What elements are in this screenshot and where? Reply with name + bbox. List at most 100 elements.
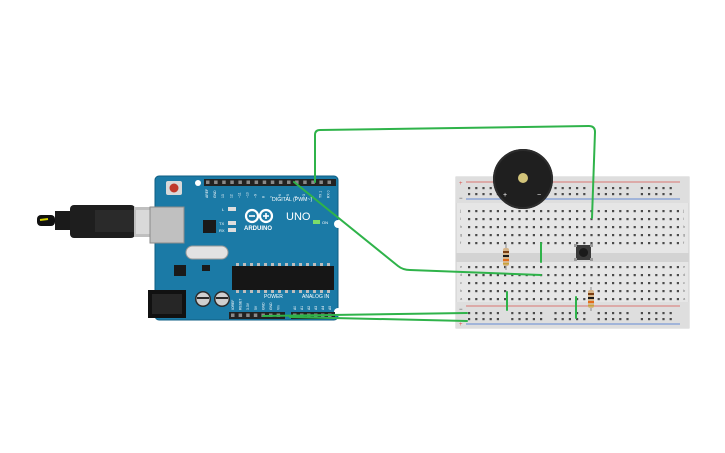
breadboard-hole[interactable]	[532, 290, 535, 293]
header-pin[interactable]	[287, 180, 291, 185]
breadboard-hole[interactable]	[576, 298, 579, 301]
breadboard-rail-hole[interactable]	[626, 187, 629, 190]
breadboard-hole[interactable]	[547, 242, 550, 245]
breadboard-hole[interactable]	[619, 266, 622, 269]
breadboard-hole[interactable]	[489, 298, 492, 301]
breadboard-hole[interactable]	[590, 266, 593, 269]
breadboard-rail-hole[interactable]	[482, 312, 485, 315]
breadboard-hole[interactable]	[583, 274, 586, 277]
breadboard-hole[interactable]	[511, 226, 514, 229]
breadboard-hole[interactable]	[561, 274, 564, 277]
breadboard-rail-hole[interactable]	[648, 312, 651, 315]
breadboard-hole[interactable]	[633, 282, 636, 285]
breadboard-hole[interactable]	[626, 274, 629, 277]
breadboard-hole[interactable]	[590, 226, 593, 229]
breadboard-hole[interactable]	[626, 290, 629, 293]
breadboard-hole[interactable]	[604, 274, 607, 277]
breadboard-hole[interactable]	[554, 226, 557, 229]
breadboard-hole[interactable]	[511, 290, 514, 293]
breadboard-hole[interactable]	[540, 210, 543, 213]
breadboard-rail-hole[interactable]	[648, 318, 651, 321]
breadboard-hole[interactable]	[504, 298, 507, 301]
breadboard-rail-hole[interactable]	[619, 318, 622, 321]
breadboard-hole[interactable]	[525, 266, 528, 269]
breadboard-hole[interactable]	[525, 234, 528, 237]
breadboard-hole[interactable]	[604, 218, 607, 221]
breadboard-hole[interactable]	[583, 218, 586, 221]
breadboard-hole[interactable]	[561, 234, 564, 237]
breadboard-hole[interactable]	[583, 266, 586, 269]
breadboard-hole[interactable]	[604, 290, 607, 293]
breadboard-hole[interactable]	[576, 234, 579, 237]
breadboard-rail-hole[interactable]	[496, 312, 499, 315]
breadboard-hole[interactable]	[554, 234, 557, 237]
breadboard-hole[interactable]	[554, 274, 557, 277]
breadboard-hole[interactable]	[532, 218, 535, 221]
breadboard-hole[interactable]	[554, 290, 557, 293]
breadboard-rail-hole[interactable]	[561, 312, 564, 315]
breadboard-hole[interactable]	[554, 242, 557, 245]
breadboard-hole[interactable]	[532, 242, 535, 245]
breadboard-hole[interactable]	[504, 266, 507, 269]
breadboard-rail-hole[interactable]	[655, 187, 658, 190]
header-pin[interactable]	[231, 313, 235, 318]
arduino-uno-board[interactable]: DIGITAL (PWM~) L TX RX UNO ARDUINO ON	[148, 175, 342, 321]
breadboard-hole[interactable]	[633, 298, 636, 301]
breadboard-rail-hole[interactable]	[576, 318, 579, 321]
header-pin[interactable]	[238, 313, 243, 318]
breadboard-hole[interactable]	[604, 242, 607, 245]
header-pin[interactable]	[278, 180, 283, 185]
breadboard-rail-hole[interactable]	[489, 312, 492, 315]
breadboard-hole[interactable]	[597, 218, 600, 221]
breadboard-rail-hole[interactable]	[662, 312, 665, 315]
breadboard-hole[interactable]	[547, 290, 550, 293]
breadboard-rail-hole[interactable]	[568, 193, 571, 196]
breadboard-rail-hole[interactable]	[597, 312, 600, 315]
breadboard-hole[interactable]	[655, 234, 658, 237]
breadboard-rail-hole[interactable]	[468, 193, 471, 196]
breadboard-hole[interactable]	[561, 266, 564, 269]
wire-power-rail[interactable]	[262, 312, 468, 317]
header-pin[interactable]	[214, 180, 218, 185]
breadboard-hole[interactable]	[583, 234, 586, 237]
breadboard-rail-hole[interactable]	[511, 312, 514, 315]
breadboard-hole[interactable]	[525, 298, 528, 301]
breadboard-rail-hole[interactable]	[482, 318, 485, 321]
breadboard-hole[interactable]	[561, 218, 564, 221]
breadboard-hole[interactable]	[468, 290, 471, 293]
breadboard-hole[interactable]	[576, 210, 579, 213]
breadboard-hole[interactable]	[482, 218, 485, 221]
breadboard-hole[interactable]	[511, 274, 514, 277]
breadboard-hole[interactable]	[568, 298, 571, 301]
breadboard-rail-hole[interactable]	[554, 193, 557, 196]
breadboard-hole[interactable]	[633, 218, 636, 221]
breadboard-hole[interactable]	[633, 226, 636, 229]
breadboard-rail-hole[interactable]	[648, 193, 651, 196]
breadboard-rail-hole[interactable]	[640, 187, 643, 190]
breadboard-hole[interactable]	[504, 290, 507, 293]
breadboard-hole[interactable]	[640, 274, 643, 277]
header-pin[interactable]	[270, 180, 275, 185]
header-pin[interactable]	[303, 180, 307, 185]
breadboard-hole[interactable]	[518, 218, 521, 221]
breadboard-hole[interactable]	[576, 290, 579, 293]
breadboard-hole[interactable]	[619, 210, 622, 213]
breadboard-rail-hole[interactable]	[604, 318, 607, 321]
breadboard-rail-hole[interactable]	[482, 187, 485, 190]
resistor[interactable]	[588, 287, 594, 311]
breadboard-hole[interactable]	[489, 242, 492, 245]
breadboard-hole[interactable]	[489, 218, 492, 221]
breadboard-hole[interactable]	[612, 274, 615, 277]
breadboard-rail-hole[interactable]	[475, 318, 478, 321]
breadboard-hole[interactable]	[504, 226, 507, 229]
breadboard-hole[interactable]	[561, 298, 564, 301]
breadboard-hole[interactable]	[597, 242, 600, 245]
breadboard-rail-hole[interactable]	[669, 312, 672, 315]
breadboard-hole[interactable]	[648, 226, 651, 229]
breadboard-hole[interactable]	[619, 226, 622, 229]
breadboard-hole[interactable]	[604, 226, 607, 229]
breadboard-hole[interactable]	[511, 218, 514, 221]
breadboard-hole[interactable]	[676, 274, 679, 277]
breadboard-hole[interactable]	[518, 266, 521, 269]
wire-gnd-rail[interactable]	[289, 316, 468, 322]
